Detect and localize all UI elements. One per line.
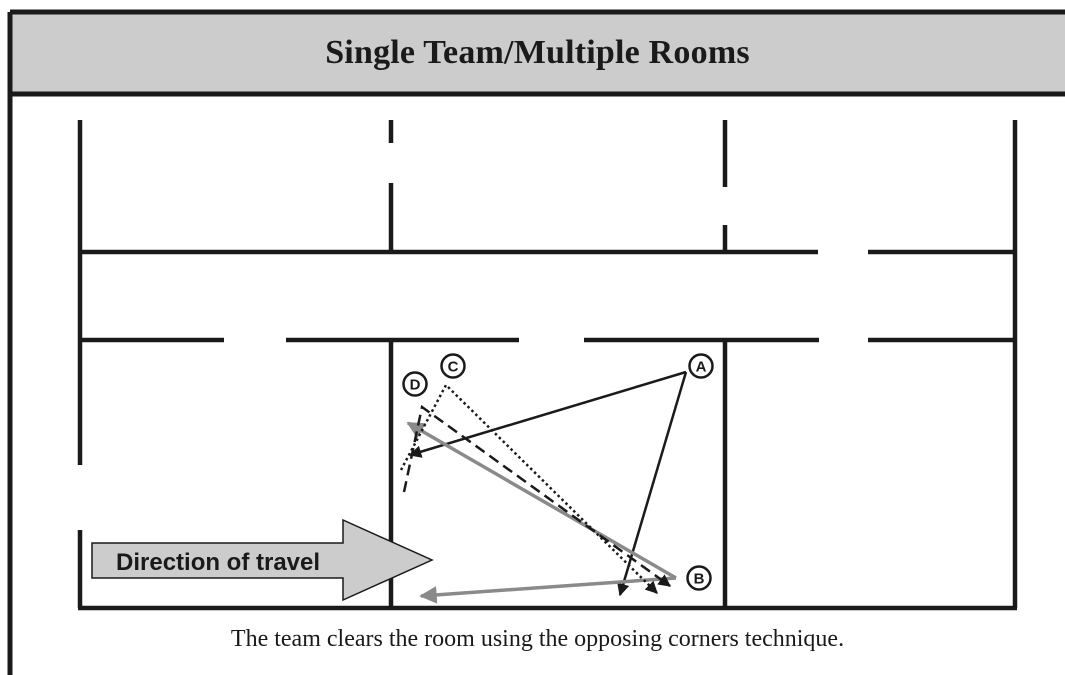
position-label-c: C (448, 359, 459, 376)
title-bar: Single Team/Multiple Rooms (10, 12, 1065, 93)
path-b (406, 421, 677, 604)
path-d (402, 404, 672, 588)
direction-arrow-shape (91, 518, 434, 602)
position-marker-d: D (402, 371, 428, 397)
direction-label: Direction of travel (116, 549, 320, 576)
position-label-a: A (696, 359, 707, 376)
walls (77, 120, 1018, 611)
diagram-title: Single Team/Multiple Rooms (325, 33, 750, 71)
frame-border (7, 9, 1065, 675)
path-c (399, 382, 658, 594)
caption: The team clears the room using the oppos… (230, 626, 845, 652)
path-b-to-corner (406, 421, 677, 580)
path-d-line (402, 404, 672, 588)
position-marker-a: A (688, 353, 714, 379)
path-a-to-bottom (617, 371, 688, 597)
path-a-to-corner (408, 370, 687, 458)
position-marker-b: B (686, 565, 712, 591)
position-label-d: D (410, 377, 421, 394)
path-b-to-left (419, 576, 677, 604)
position-marker-c: C (440, 353, 466, 379)
direction-arrow: Direction of travel (91, 518, 434, 602)
position-label-b: B (694, 571, 705, 588)
path-c-line (399, 382, 658, 594)
